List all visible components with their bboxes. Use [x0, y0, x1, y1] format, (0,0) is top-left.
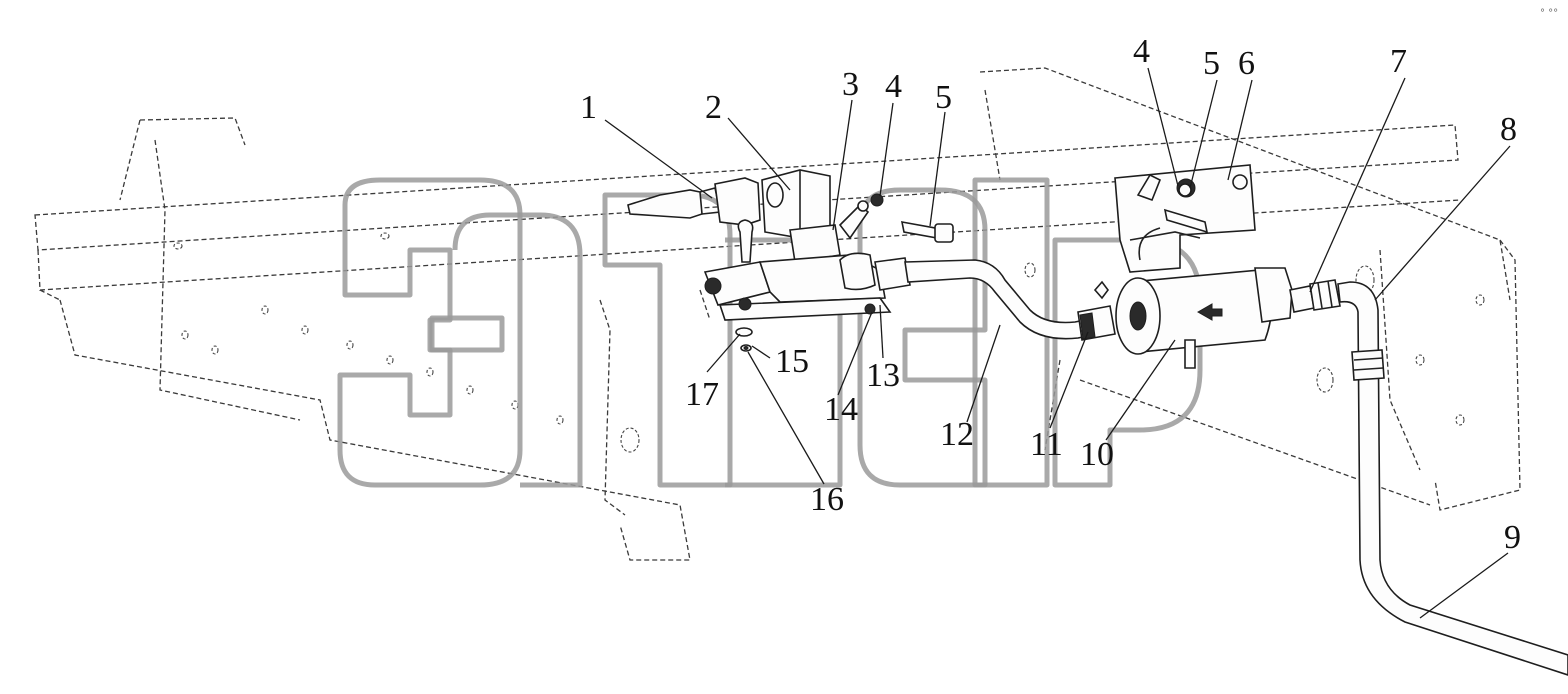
mounting-plate — [718, 297, 892, 321]
callout-6: 6 — [1238, 45, 1255, 82]
pipe-part-12 — [904, 259, 1089, 340]
callout-3: 3 — [842, 66, 859, 103]
callout-4a: 4 — [885, 68, 902, 105]
pipe-assembly — [627, 164, 1568, 676]
callout-13: 13 — [866, 357, 900, 394]
callout-15: 15 — [775, 343, 809, 380]
callout-9: 9 — [1504, 519, 1521, 556]
callout-2: 2 — [705, 89, 722, 126]
callout-10: 10 — [1080, 436, 1114, 473]
callout-8: 8 — [1500, 111, 1517, 148]
callout-14: 14 — [824, 391, 858, 428]
callout-7: 7 — [1390, 43, 1407, 80]
callout-4b: 4 — [1133, 33, 1150, 70]
callout-1: 1 — [580, 89, 597, 126]
callout-12: 12 — [940, 416, 974, 453]
callout-5b: 5 — [1203, 45, 1220, 82]
callout-16: 16 — [810, 481, 844, 518]
callout-11: 11 — [1030, 426, 1063, 463]
callout-5a: 5 — [935, 79, 952, 116]
leader-lines — [604, 67, 1511, 619]
clamp-part-8 — [1351, 349, 1385, 381]
callout-17: 17 — [685, 376, 719, 413]
corner-mark: ° °° — [1540, 8, 1558, 19]
callout-labels: 1 2 3 4 5 4 5 6 7 8 9 10 11 12 13 14 15 … — [580, 33, 1521, 556]
pipe-part-9 — [1337, 281, 1568, 676]
